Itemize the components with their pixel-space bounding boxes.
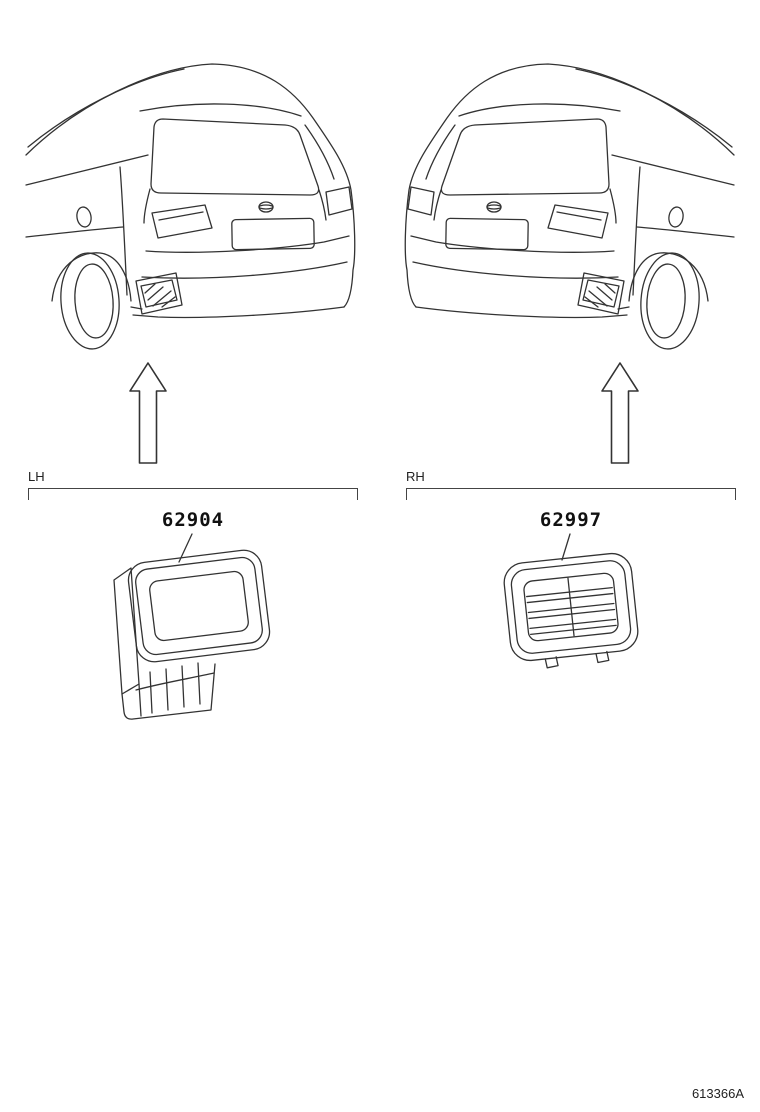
- vent-duct-housing: [113, 567, 216, 720]
- up-arrow-icon-right: [601, 362, 639, 464]
- rh-bracket-line: [406, 488, 736, 500]
- part-number-lh: 62904: [161, 509, 225, 531]
- car-rear-right-illustration: [404, 63, 735, 352]
- car-rear-left-illustration: [25, 63, 356, 352]
- vent-garnish-frame: [127, 549, 271, 663]
- diagram-code: 613366A: [691, 1086, 744, 1101]
- part-number-rh: 62997: [539, 509, 603, 531]
- vent-louver-body: [503, 552, 639, 669]
- part-illustration-lh: [113, 533, 271, 720]
- part-illustration-rh: [503, 533, 639, 669]
- lh-bracket-line: [28, 488, 358, 500]
- side-label-lh: LH: [28, 469, 45, 484]
- side-label-rh: RH: [406, 469, 425, 484]
- leader-line-rh: [561, 533, 571, 561]
- up-arrow-icon-left: [129, 362, 167, 464]
